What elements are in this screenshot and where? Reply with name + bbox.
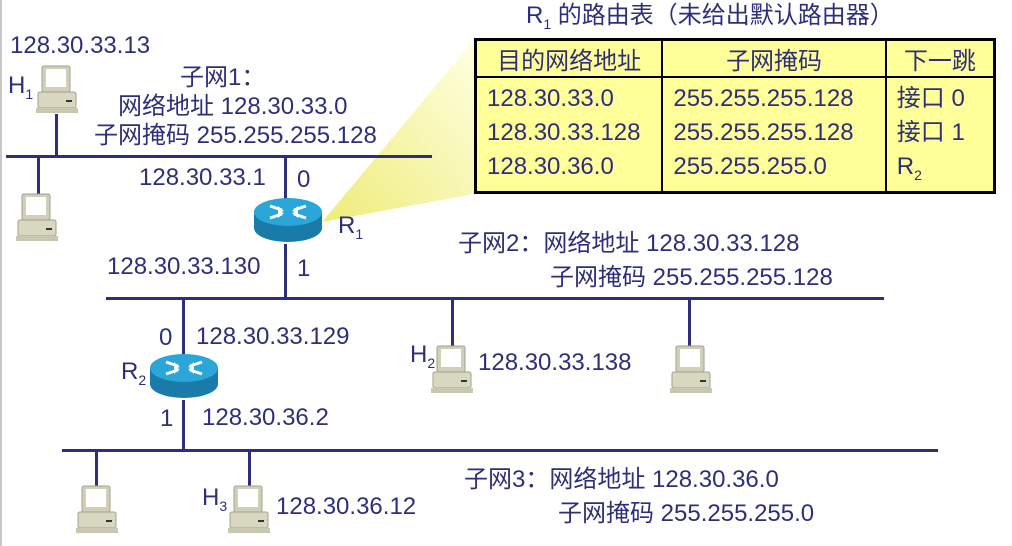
h1-label: H1 — [8, 72, 34, 102]
subnet1-address: 网络地址 128.30.33.0 — [118, 93, 348, 120]
host-link — [37, 157, 40, 195]
r1-if1-label: 1 — [297, 255, 311, 282]
h3-label: H3 — [202, 484, 228, 514]
host-h3-icon — [228, 485, 270, 533]
subnet1-title: 子网1： — [180, 64, 266, 91]
host-icon — [670, 345, 712, 393]
subnet3-address: 子网3：网络地址 128.30.36.0 — [464, 466, 779, 493]
routing-table-title: R1 的路由表（未给出默认路由器） — [526, 2, 894, 32]
host-icon — [16, 193, 58, 241]
h2-link — [451, 299, 454, 347]
r2-label: R2 — [121, 358, 147, 388]
r1-if1-link — [284, 244, 287, 298]
r1-label: R1 — [338, 212, 364, 242]
subnet2-address: 子网2：网络地址 128.30.33.128 — [458, 230, 800, 257]
h2-label: H2 — [410, 341, 436, 371]
subnet1-mask: 子网掩码 255.255.255.128 — [94, 122, 377, 149]
r2-if0-link — [182, 299, 185, 355]
header-dest: 目的网络地址 — [474, 38, 664, 78]
r1-if0-link — [284, 157, 287, 201]
r1-if0-ip: 128.30.33.1 — [139, 164, 266, 191]
r1-if0-label: 0 — [297, 166, 311, 193]
subnet2-mask: 子网掩码 255.255.255.128 — [550, 264, 833, 291]
r2-if1-label: 1 — [160, 405, 174, 432]
subnet1-bus — [6, 155, 432, 158]
h3-link — [248, 451, 251, 487]
router-r2-icon — [150, 354, 218, 398]
host-link — [688, 299, 691, 347]
r2-if0-label: 0 — [159, 324, 173, 351]
r2-if1-link — [182, 400, 185, 452]
r2-if0-ip: 128.30.33.129 — [196, 323, 350, 350]
r2-if1-ip: 128.30.36.2 — [202, 404, 329, 431]
h1-ip: 128.30.33.13 — [10, 32, 151, 59]
router-r1-icon — [254, 198, 322, 242]
header-next-hop: 下一跳 — [884, 38, 996, 78]
subnet2-bus — [106, 297, 884, 300]
h1-link — [55, 114, 58, 157]
h3-ip: 128.30.36.12 — [276, 493, 417, 520]
r1-if1-ip: 128.30.33.130 — [107, 253, 261, 280]
host-link — [95, 451, 98, 487]
host-h2-icon — [431, 345, 473, 393]
left-border — [0, 0, 2, 546]
h2-ip: 128.30.33.138 — [478, 349, 632, 376]
subnet3-mask: 子网掩码 255.255.255.0 — [558, 500, 815, 527]
host-h1-icon — [36, 65, 78, 113]
host-icon — [76, 485, 118, 533]
subnet3-bus — [62, 449, 938, 452]
header-mask: 子网掩码 — [661, 38, 887, 78]
